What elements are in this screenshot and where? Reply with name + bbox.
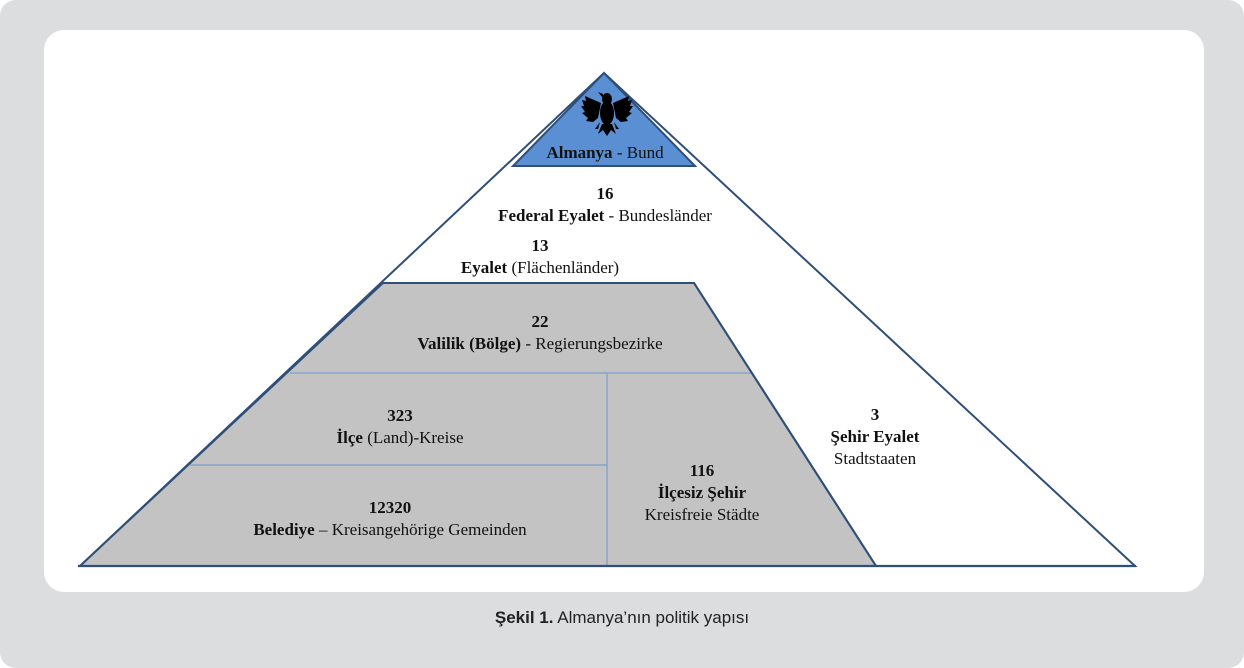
figure-caption: Şekil 1. Almanya’nın politik yapısı bbox=[0, 608, 1244, 628]
label-district-free-cities: 116 İlçesiz Şehir Kreisfreie Städte bbox=[612, 460, 792, 526]
caption-rest: Almanya’nın politik yapısı bbox=[553, 608, 750, 627]
bund-rest: - Bund bbox=[612, 143, 664, 162]
districts-bold: İlçe bbox=[336, 428, 363, 447]
area-states-number: 13 bbox=[531, 236, 549, 255]
city-states-number: 3 bbox=[870, 405, 880, 424]
bund-bold: Almanya bbox=[546, 143, 613, 162]
federal-states-number: 16 bbox=[596, 184, 614, 203]
eagle-coat-of-arms-icon bbox=[581, 92, 633, 136]
district-free-cities-number: 116 bbox=[689, 461, 715, 480]
federal-states-bold: Federal Eyalet bbox=[498, 206, 605, 225]
label-districts: 323 İlçe (Land)-Kreise bbox=[270, 405, 530, 449]
regions-rest: - Regierungsbezirke bbox=[521, 334, 663, 353]
area-states-bold: Eyalet bbox=[460, 258, 508, 277]
caption-bold: Şekil 1. bbox=[494, 608, 554, 627]
municipalities-bold: Belediye bbox=[253, 520, 315, 539]
city-states-rest: Stadtstaaten bbox=[833, 449, 917, 468]
label-area-states: 13 Eyalet (Flächenländer) bbox=[410, 235, 670, 279]
label-city-states: 3 Şehir Eyalet Stadtstaaten bbox=[800, 404, 950, 470]
districts-rest: (Land)-Kreise bbox=[362, 428, 464, 447]
municipalities-rest: – Kreisangehörige Gemeinden bbox=[314, 520, 527, 539]
regions-number: 22 bbox=[531, 312, 549, 331]
label-municipalities: 12320 Belediye – Kreisangehörige Gemeind… bbox=[180, 497, 600, 541]
city-states-bold: Şehir Eyalet bbox=[830, 427, 920, 446]
districts-number: 323 bbox=[387, 406, 413, 425]
regions-bold: Valilik (Bölge) bbox=[417, 334, 522, 353]
municipalities-number: 12320 bbox=[368, 498, 412, 517]
label-regions: 22 Valilik (Bölge) - Regierungsbezirke bbox=[350, 311, 730, 355]
area-states-rest: (Flächenländer) bbox=[507, 258, 620, 277]
label-federal-states: 16 Federal Eyalet - Bundesländer bbox=[430, 183, 780, 227]
label-bund: Almanya - Bund bbox=[500, 142, 710, 164]
federal-states-rest: - Bundesländer bbox=[604, 206, 712, 225]
district-free-cities-rest: Kreisfreie Städte bbox=[644, 505, 760, 524]
district-free-cities-bold: İlçesiz Şehir bbox=[657, 483, 747, 502]
